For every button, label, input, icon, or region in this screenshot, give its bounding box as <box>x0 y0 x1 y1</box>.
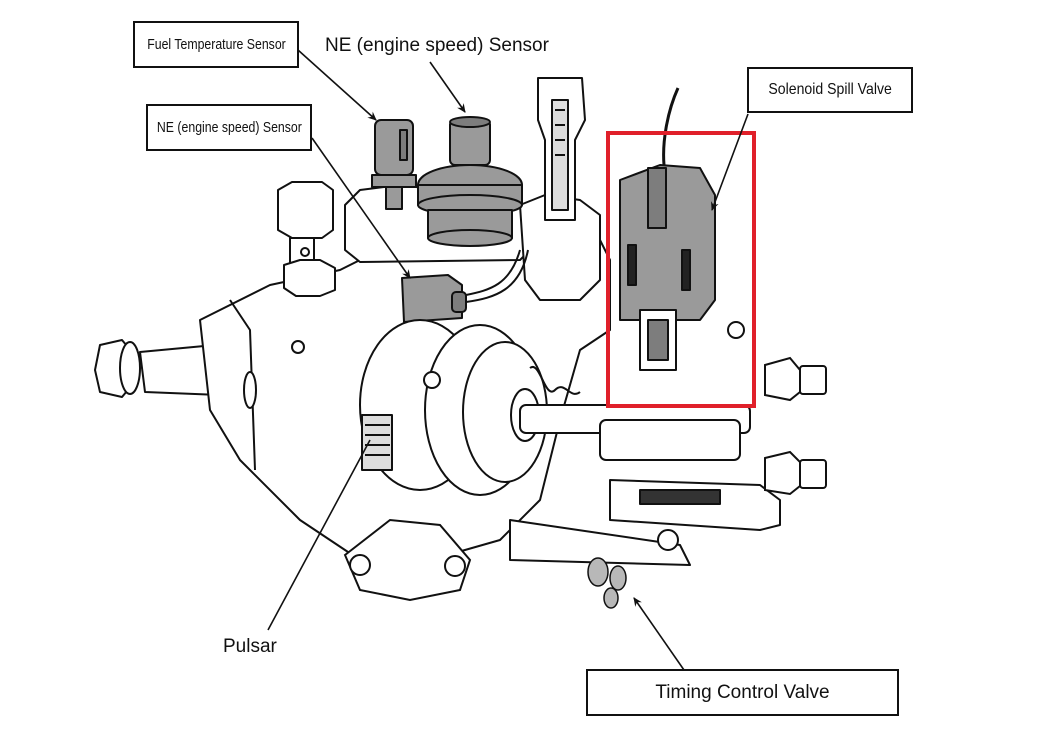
pulsar-assembly <box>359 319 548 496</box>
label-text: NE (engine speed) Sensor <box>156 119 302 136</box>
solenoid-spill-valve-part <box>619 87 745 371</box>
ne-sensor-top-part <box>417 116 523 247</box>
label-pulsar: Pulsar <box>223 636 277 658</box>
label-text: Fuel Temperature Sensor <box>146 36 286 53</box>
label-ne-sensor-left: NE (engine speed) Sensor <box>146 104 312 151</box>
label-text: Pulsar <box>223 636 277 657</box>
label-ne-sensor-top: NE (engine speed) Sensor <box>325 35 549 57</box>
delivery-fitting-upper <box>764 356 827 402</box>
delivery-fitting-lower <box>764 450 827 496</box>
ne-sensor-left-part <box>401 249 529 323</box>
timing-control-valve-part <box>587 557 627 609</box>
leader-fuel-temp <box>297 49 377 121</box>
label-text: Timing Control Valve <box>655 681 830 703</box>
label-solenoid-spill-valve: Solenoid Spill Valve <box>747 67 913 113</box>
leader-pulsar <box>267 439 371 631</box>
label-fuel-temperature-sensor: Fuel Temperature Sensor <box>133 21 299 68</box>
leader-ne-top <box>429 61 466 113</box>
bottom-bracket <box>343 518 472 602</box>
label-text: NE (engine speed) Sensor <box>325 35 549 56</box>
leader-solenoid <box>711 113 749 211</box>
label-timing-control-valve: Timing Control Valve <box>586 669 899 716</box>
leader-timing <box>633 597 685 671</box>
fuel-inlet-fitting <box>277 181 336 297</box>
solenoid-highlight-box <box>606 131 756 408</box>
drive-shaft <box>94 339 221 398</box>
plunger-assembly <box>509 365 781 566</box>
leader-lines <box>267 49 749 671</box>
label-text: Solenoid Spill Valve <box>768 81 892 98</box>
fuel-temperature-sensor-part <box>371 119 417 210</box>
overflow-valve <box>537 77 586 221</box>
leader-ne-left <box>311 137 411 279</box>
